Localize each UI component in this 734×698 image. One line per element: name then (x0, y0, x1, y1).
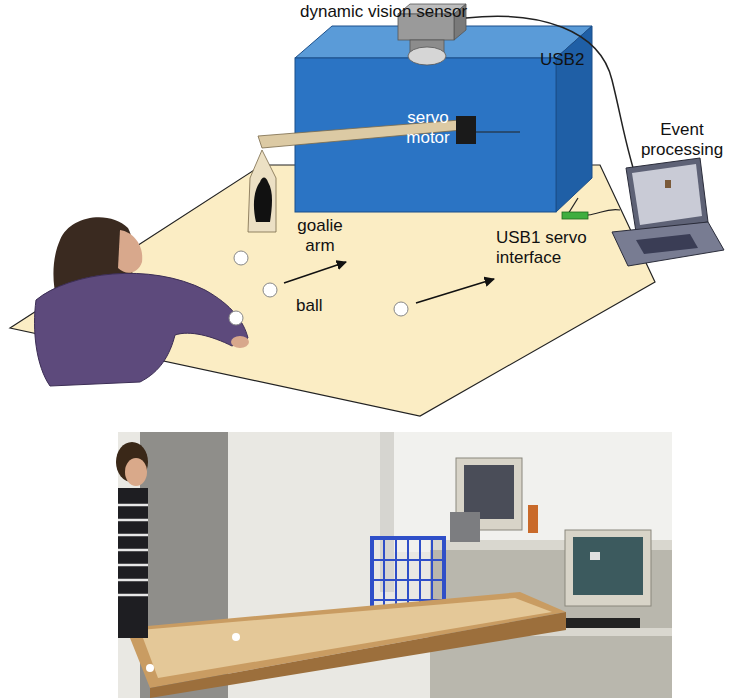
camera-lens (408, 47, 446, 65)
photo-person-face (125, 458, 147, 486)
part-label: dynamic vision sensor (300, 2, 467, 22)
part-label: goalie arm (290, 216, 350, 255)
goalie-paddle (248, 150, 276, 232)
photo-table-edge (150, 612, 566, 698)
photo-door-frame (380, 432, 394, 592)
usb2-cable (466, 16, 640, 190)
person-hand (231, 336, 249, 348)
part-label: ball (296, 296, 322, 316)
photo-wall (118, 432, 672, 698)
servo-wire (476, 131, 520, 132)
ball (263, 283, 277, 297)
photo-monitor (565, 530, 651, 606)
photo-monitor-screen (573, 537, 643, 595)
photo-keyboard (560, 618, 640, 628)
screen-icon (665, 180, 671, 188)
photo-equipment (450, 512, 480, 542)
goalie-glove (254, 178, 272, 223)
part-label: USB1 servo interface (496, 228, 600, 267)
signal-label: USB2 (540, 50, 584, 70)
part-label: servo motor (398, 108, 458, 147)
part-label: Event processing (634, 120, 730, 159)
photo-monitor-screen (464, 465, 514, 519)
photo-ball (232, 633, 240, 641)
motion-arrow (416, 279, 494, 303)
photo-bottle (528, 505, 538, 533)
usb1-servo-board (562, 212, 588, 219)
photo-screen-dot (590, 552, 600, 560)
servo-motor-symbol (456, 116, 476, 144)
laptop-screen (632, 164, 702, 225)
photo-person-sweater (118, 488, 148, 638)
motion-arrow (284, 262, 346, 283)
ball (229, 311, 243, 325)
usb1-cable (588, 210, 620, 215)
laptop-base (612, 222, 724, 266)
person-shirt (35, 273, 248, 386)
laptop-screen-frame (626, 158, 708, 232)
photo (116, 432, 672, 698)
photo-ball (146, 664, 154, 672)
photo-sweater-stripes (118, 505, 148, 595)
person-face (118, 230, 142, 273)
ball (234, 251, 248, 265)
laptop-keyboard (636, 234, 698, 254)
ball (394, 302, 408, 316)
